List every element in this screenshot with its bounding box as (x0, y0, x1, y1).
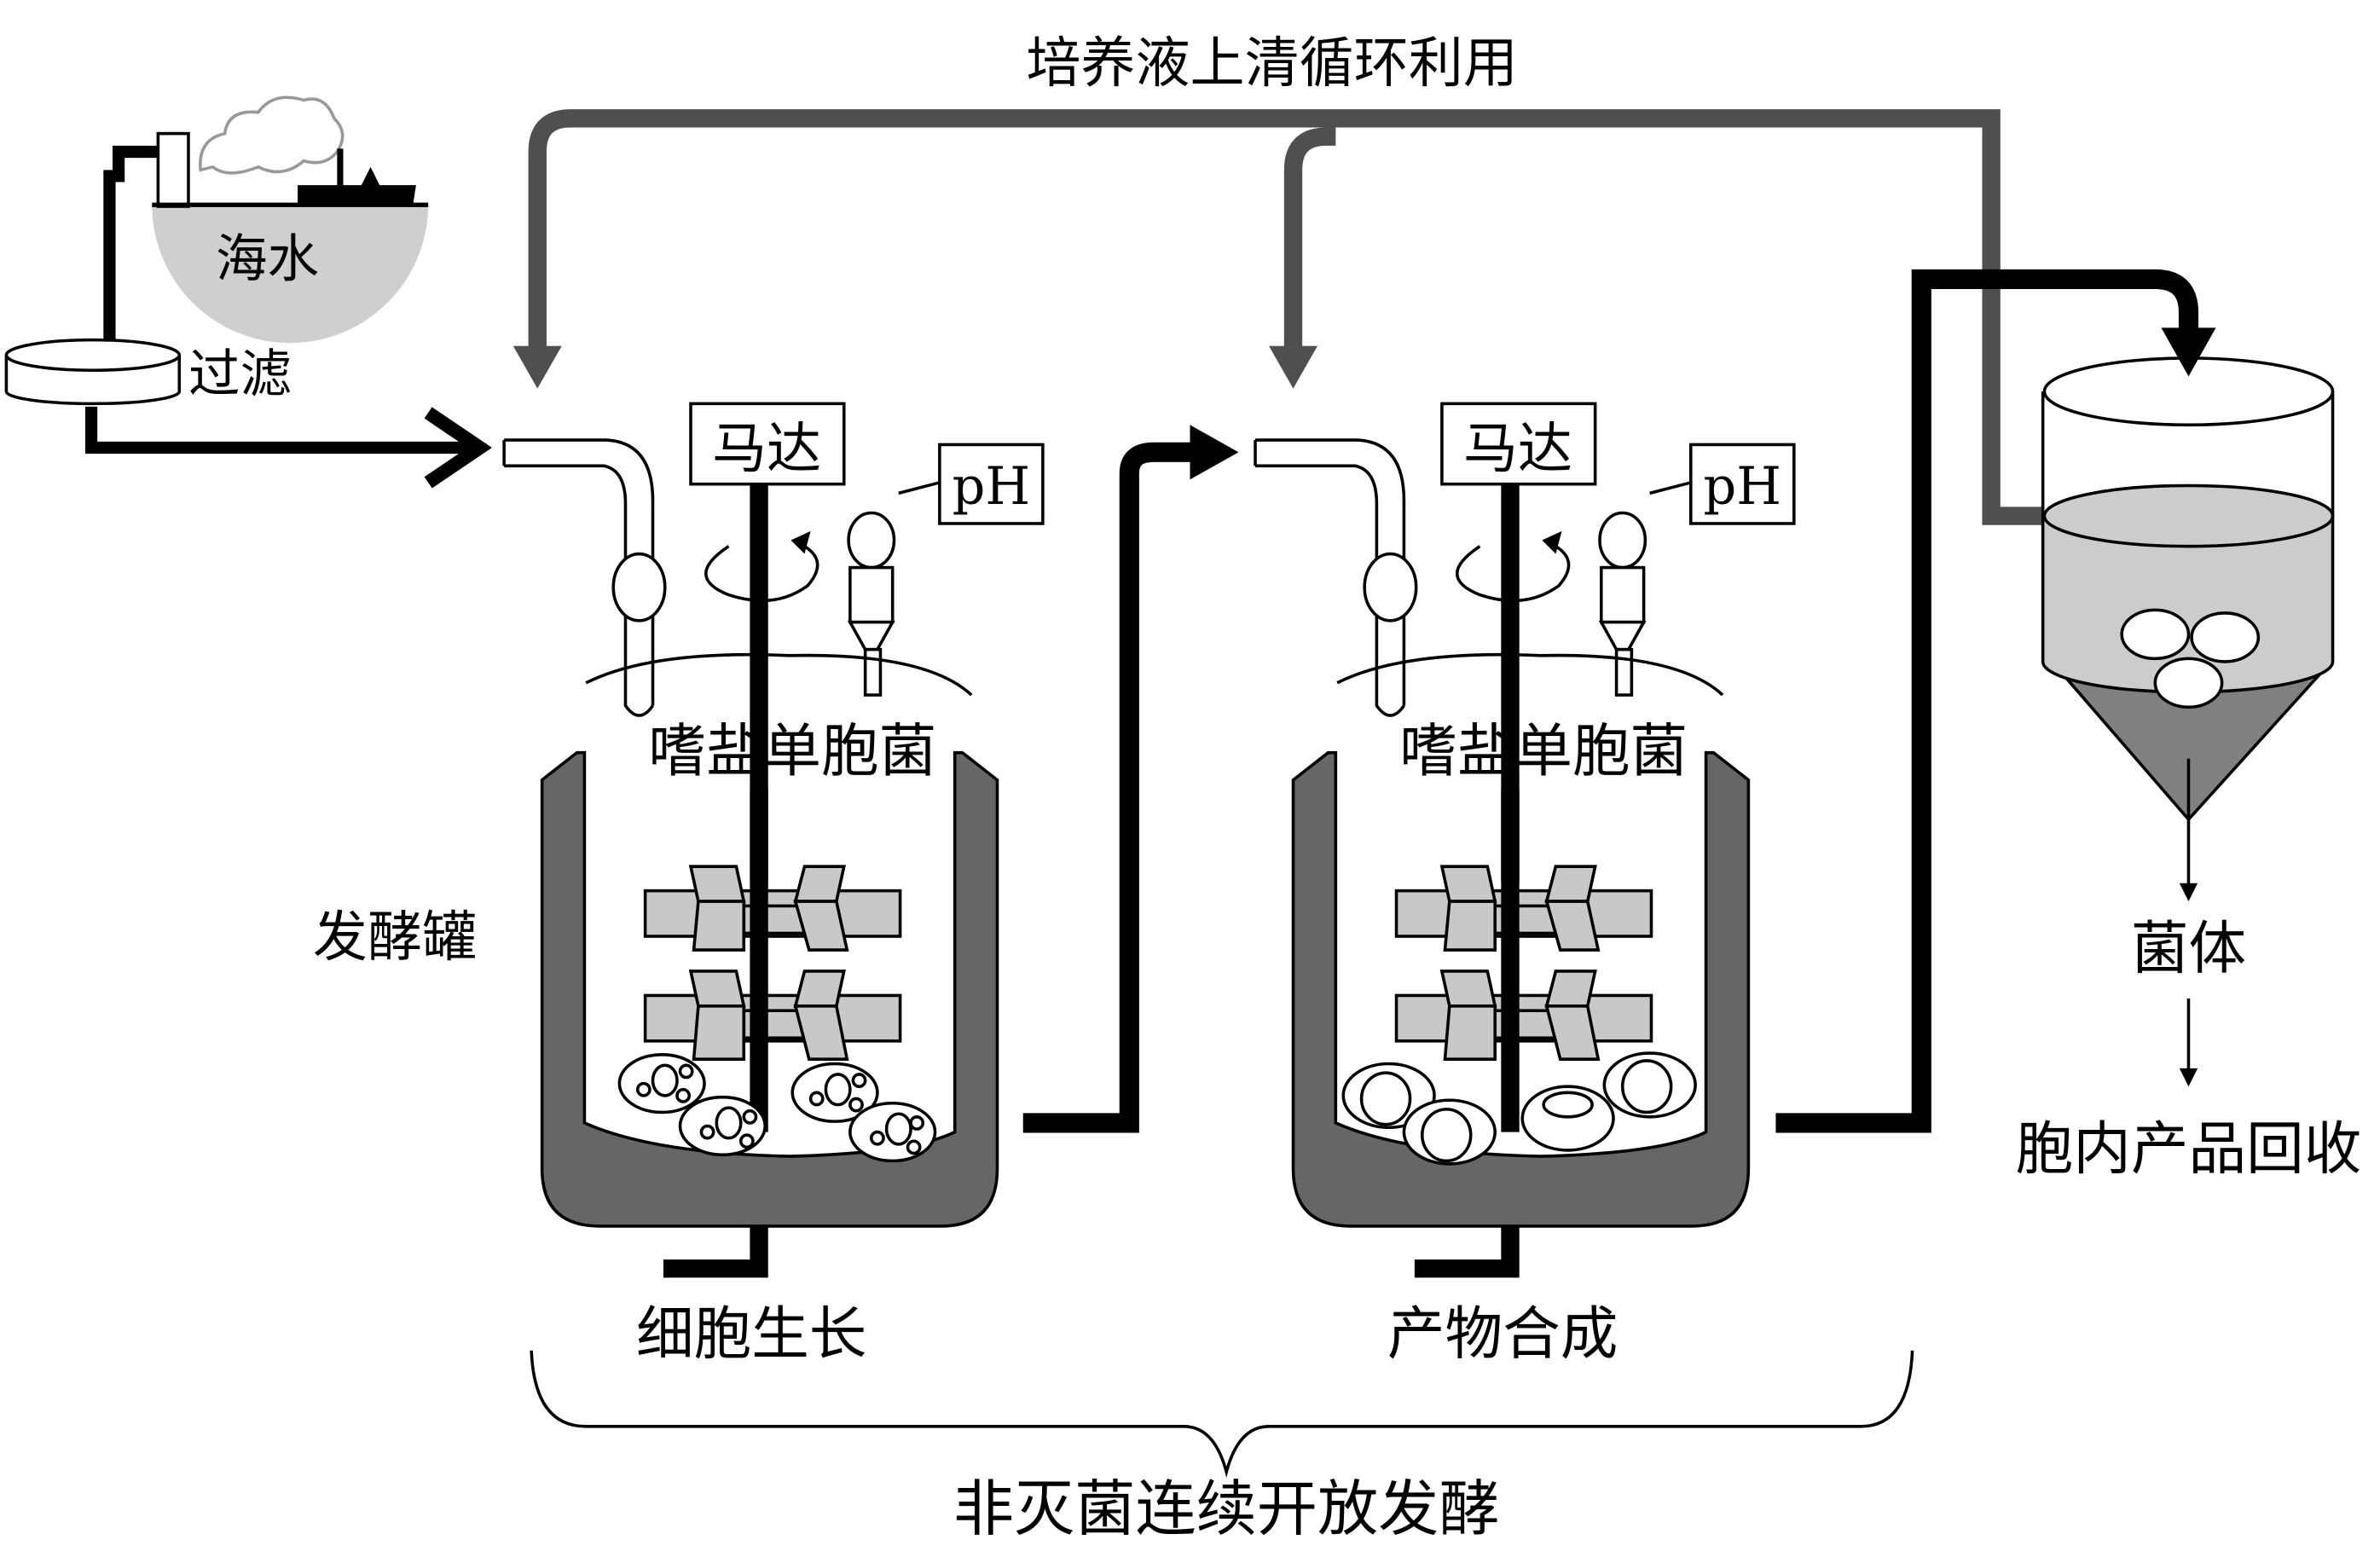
ph-label: pH (953, 457, 1031, 517)
organism-label: 嗜盐单胞菌 (1399, 717, 1688, 784)
seawater-icon: 海水 (152, 96, 429, 344)
impeller (1394, 865, 1653, 1061)
motor-label: 马达 (712, 418, 821, 481)
transfer-arrow (1190, 425, 1239, 480)
seawater-label: 海水 (216, 229, 319, 289)
product-cells (1341, 1051, 1697, 1166)
filter-icon (4, 338, 182, 406)
bacteria-cells (617, 1053, 937, 1163)
recycle-title: 培养液上清循环利用 (1026, 32, 1517, 96)
recycle-arrow-2 (1269, 345, 1317, 389)
organism-label: 嗜盐单胞菌 (648, 717, 936, 784)
stage-label: 细胞生长 (636, 1300, 866, 1367)
cells-label: 菌体 (2131, 914, 2246, 981)
separator-arrow (2161, 327, 2216, 377)
impeller (643, 865, 902, 1061)
brace (530, 1350, 1914, 1479)
settling-tank (2041, 356, 2335, 822)
fermenter-tank-1: 马达 pH 嗜盐单胞菌 (502, 402, 1045, 1367)
ph-box (1688, 443, 1796, 525)
ph-label: pH (1704, 457, 1782, 517)
sediment-cells (2120, 608, 2261, 709)
feed-arrow (424, 407, 492, 489)
fermenter-label: 发酵罐 (313, 906, 477, 970)
ph-box (938, 443, 1045, 525)
recovery-label: 胞内产品回收 (2016, 1114, 2362, 1182)
recycle-arrow-1 (512, 345, 562, 389)
process-label: 非灭菌连续开放发酵 (953, 1473, 1500, 1544)
filter-label: 过滤 (188, 344, 292, 404)
motor-box (1440, 402, 1597, 486)
recycle-pipe (512, 109, 2043, 525)
fermenter-tank-2: 马达 pH 嗜盐单胞菌 (1254, 402, 1796, 1367)
motor-label: 马达 (1463, 418, 1572, 481)
stage-label: 产物合成 (1387, 1300, 1618, 1367)
